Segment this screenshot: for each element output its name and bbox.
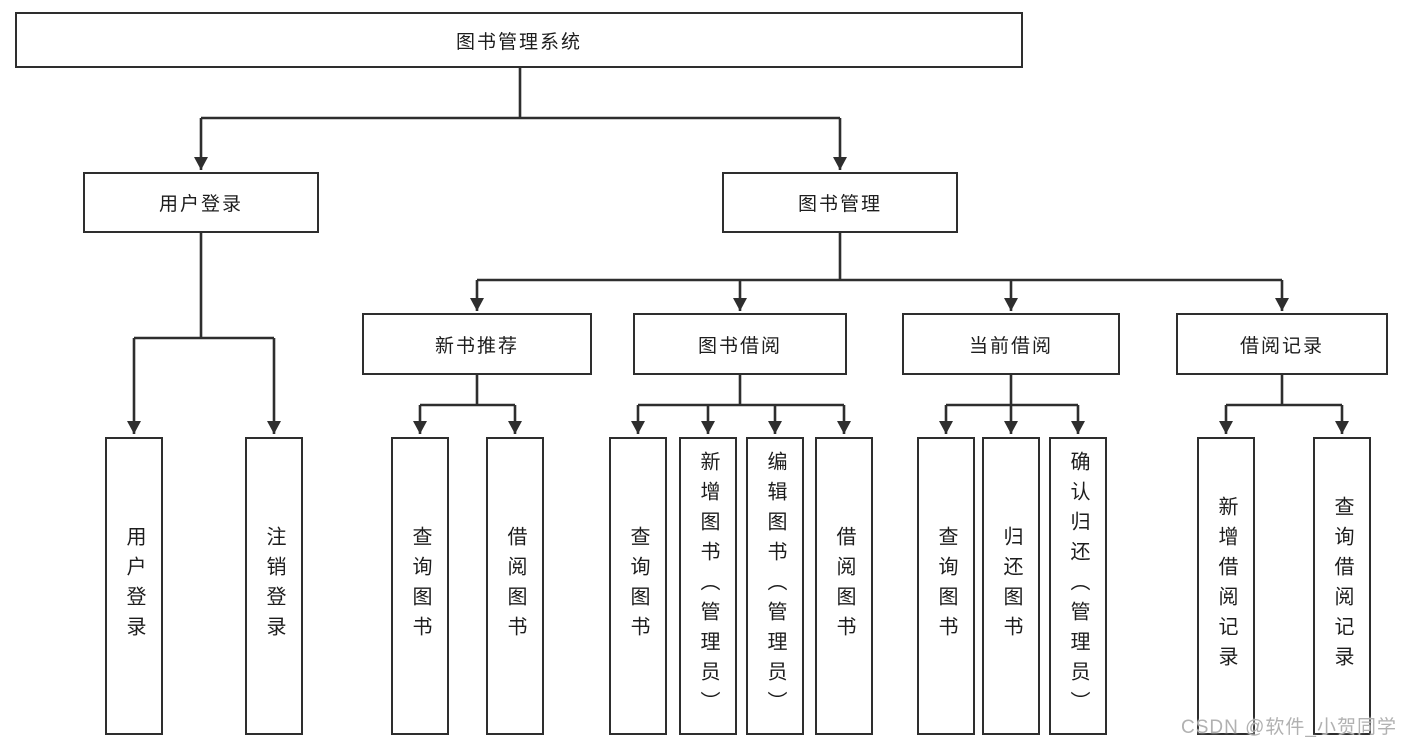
leaf-add-borrow-record: 新增借阅记录 [1197, 437, 1255, 735]
node-book-management: 图书管理 [722, 172, 958, 233]
leaf-edit-books-admin: 编辑图书（管理员） [746, 437, 804, 735]
leaf-confirm-return-admin: 确认归还（管理员） [1049, 437, 1107, 735]
node-label: 用户登录 [158, 194, 243, 215]
leaf-borrow-books: 借阅图书 [815, 437, 873, 735]
leaf-query-borrow-record: 查询借阅记录 [1313, 437, 1371, 735]
node-label: 借阅记录 [1239, 335, 1324, 357]
node-label: 图书借阅 [697, 335, 782, 357]
node-label: 新书推荐 [434, 335, 519, 357]
node-user-login: 用户登录 [83, 172, 319, 233]
leaf-query-books-current: 查询图书 [917, 437, 975, 735]
leaf-return-books: 归还图书 [982, 437, 1040, 735]
node-book-borrow: 图书借阅 [633, 313, 847, 375]
node-label: 图书管理系统 [455, 31, 582, 53]
leaf-query-books-recommend: 查询图书 [391, 437, 449, 735]
leaf-borrow-books-recommend: 借阅图书 [486, 437, 544, 735]
leaf-query-books-borrow: 查询图书 [609, 437, 667, 735]
leaf-add-books-admin: 新增图书（管理员） [679, 437, 737, 735]
node-new-book-recommend: 新书推荐 [362, 313, 592, 375]
csdn-watermark: CSDN @软件_小贺同学 [1181, 717, 1397, 738]
node-label: 当前借阅 [968, 335, 1053, 357]
leaf-logout: 注销登录 [245, 437, 303, 735]
node-current-borrow: 当前借阅 [902, 313, 1120, 375]
node-label: 图书管理 [797, 194, 882, 215]
leaf-user-login: 用户登录 [105, 437, 163, 735]
node-library-management-system: 图书管理系统 [15, 12, 1023, 68]
node-borrow-record: 借阅记录 [1176, 313, 1388, 375]
